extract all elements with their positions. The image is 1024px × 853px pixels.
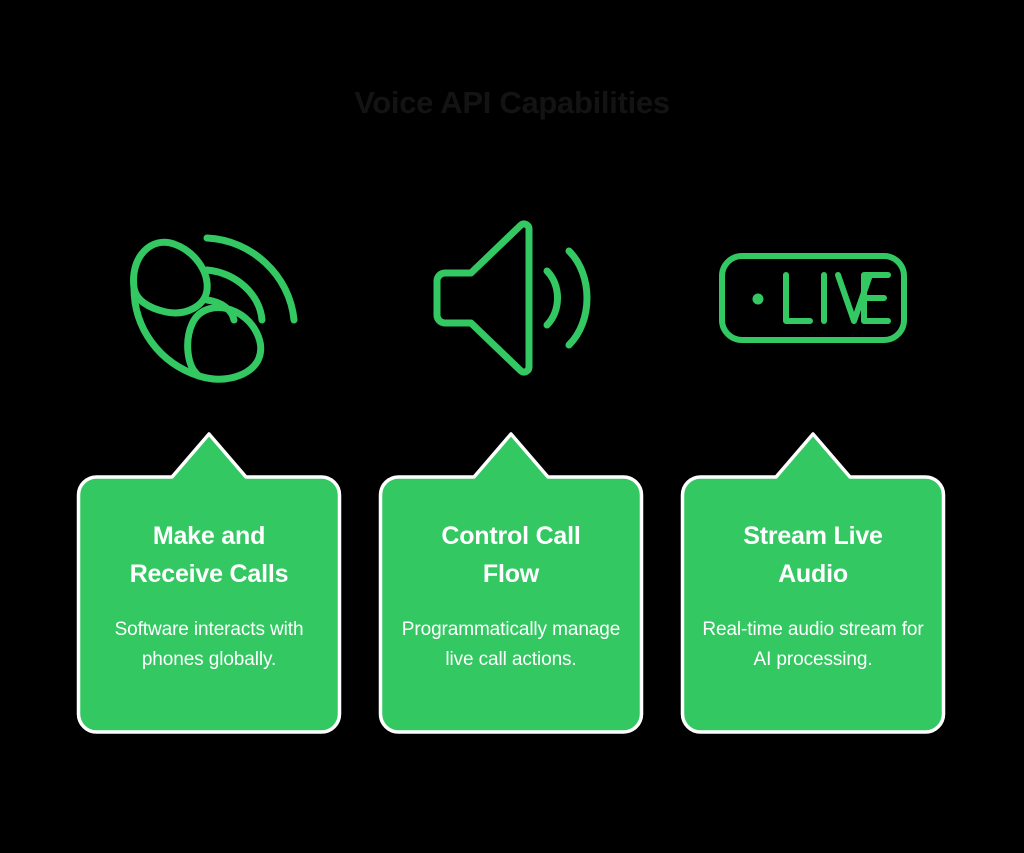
speaker-volume-waves-icon [421,213,601,383]
card-title-line-2: Audio [778,560,848,588]
page-title: Voice API Capabilities [354,85,670,120]
card-body: Software interacts with phones globally. [114,619,304,670]
card-title-line-1: Stream Live [743,522,883,550]
card-title: Control Call Flow [396,517,626,593]
card-shape [680,432,946,734]
capability-card-control-call-flow[interactable]: Control Call Flow Programmatically manag… [378,430,644,735]
card-title-line-2: Receive Calls [129,560,289,588]
card-body: Real-time audio stream for AI processing… [702,619,924,670]
capability-card-make-receive-calls[interactable]: Make and Receive Calls Software interact… [76,430,342,735]
card-shape [378,432,644,734]
card-title-line-2: Flow [482,560,540,588]
phone-call-waves-icon [104,198,314,398]
card-title-line-1: Make and [152,522,266,550]
capability-card-stream-live-audio[interactable]: Stream Live Audio Real-time audio stream… [680,430,946,735]
card-content: Make and Receive Calls Software interact… [76,477,342,735]
live-badge-icon [718,252,908,344]
card-content: Stream Live Audio Real-time audio stream… [680,477,946,735]
card-body: Programmatically manage live call action… [401,619,621,670]
icon-slot-make-receive-calls [76,190,342,405]
card-title: Stream Live Audio [698,517,928,593]
card-title: Make and Receive Calls [94,517,324,593]
icon-slot-control-call-flow [378,190,644,405]
card-title-line-1: Control Call [441,522,581,550]
card-shape [76,432,342,734]
icon-slot-stream-live-audio [680,190,946,405]
card-content: Control Call Flow Programmatically manag… [378,477,644,735]
